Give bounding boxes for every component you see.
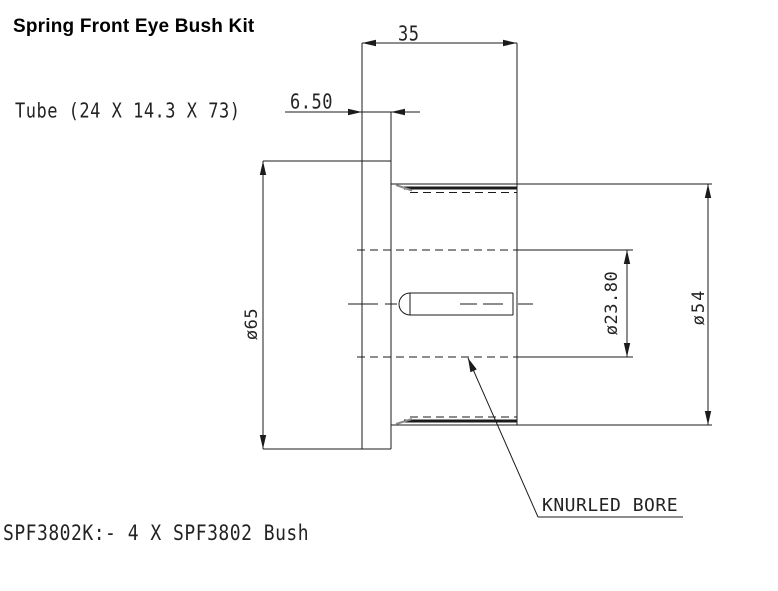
dim-body-diameter xyxy=(704,184,712,425)
knurled-bore-leader xyxy=(467,357,683,518)
center-tube xyxy=(398,292,514,316)
dim-body-diameter-label: ø54 xyxy=(689,288,709,326)
knurl-top xyxy=(395,184,517,193)
part-note: SPF3802K:- 4 X SPF3802 Bush xyxy=(3,521,310,546)
page-title: Spring Front Eye Bush Kit xyxy=(13,16,255,37)
dim-flange-diameter xyxy=(259,161,267,449)
dim-overall-length xyxy=(362,39,517,47)
body-outline xyxy=(391,43,712,426)
dim-flange-diameter-label: ø65 xyxy=(242,307,262,341)
flange-outline xyxy=(263,43,392,450)
dim-bore-diameter xyxy=(623,250,631,357)
dim-bore-diameter-label: ø23.80 xyxy=(602,270,622,336)
tube-note: Tube (24 X 14.3 X 73) xyxy=(15,100,241,124)
dim-flange-thickness-label: 6.50 xyxy=(290,91,333,115)
knurl-bottom xyxy=(395,416,517,425)
dim-overall-length-label: 35 xyxy=(398,23,420,47)
knurled-bore-label: KNURLED BORE xyxy=(542,495,679,516)
dim-flange-thickness xyxy=(285,108,420,116)
bore-lines xyxy=(357,249,633,358)
